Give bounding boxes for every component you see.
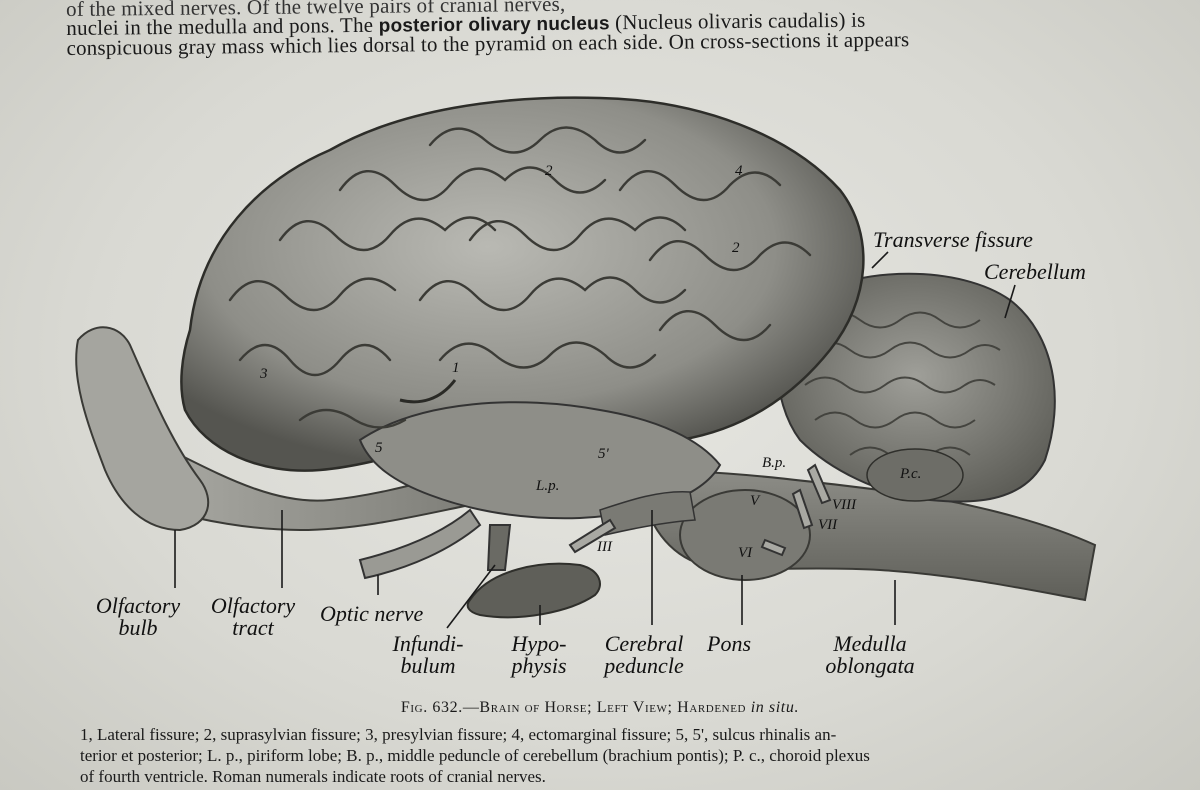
label-infundibulum-2: bulum (400, 653, 456, 678)
label-hypophysis-2: physis (511, 653, 567, 678)
legend-line-1: 1, Lateral fissure; 2, suprasylvian fiss… (80, 725, 837, 744)
label-infundibulum-1: Infundi- (392, 631, 464, 656)
legend-line-2: terior et posterior; L. p., piriform lob… (80, 746, 870, 765)
caption-in-situ: in situ. (750, 699, 800, 716)
hypophysis (466, 562, 601, 619)
label-olfactory-tract-2: tract (232, 615, 274, 640)
mark-v: V (750, 493, 760, 509)
pons (679, 489, 811, 581)
optic-nerve (358, 508, 482, 580)
cerebrum (180, 96, 865, 472)
piriform-lobe (358, 401, 722, 520)
label-olfactory-bulb-1: Olfactory (95, 593, 181, 618)
mark-vii: VII (818, 517, 838, 533)
caption-fig-number: Fig. 632. (400, 699, 463, 716)
mark-vi: VI (738, 545, 753, 561)
choroid-plexus (866, 448, 964, 502)
label-infundibulum: Infundi- bulum (383, 633, 473, 677)
mark-4: 4 (735, 163, 743, 179)
figure-legend: 1, Lateral fissure; 2, suprasylvian fiss… (80, 724, 1140, 787)
label-cerebral-peduncle-2: peduncle (604, 653, 684, 678)
label-olfactory-tract: Olfactory tract (206, 595, 300, 639)
legend-line-3: of fourth ventricle. Roman numerals indi… (80, 767, 546, 786)
label-medulla-oblongata: Medulla oblongata (820, 633, 920, 677)
label-hypophysis-1: Hypo- (511, 631, 567, 656)
label-hypophysis: Hypo- physis (503, 633, 575, 677)
mark-lp: L.p. (536, 478, 560, 494)
mark-1: 1 (452, 360, 460, 376)
mark-5-prime: 5' (598, 446, 609, 462)
mark-2b: 2 (732, 240, 740, 256)
mark-2a: 2 (545, 163, 553, 179)
mark-5: 5 (375, 440, 383, 456)
mark-pc: P.c. (900, 466, 922, 482)
olfactory-bulb (75, 326, 210, 532)
caption-title: —Brain of Horse; Left View; Hardened (462, 699, 751, 716)
label-cerebral-peduncle: Cerebral peduncle (598, 633, 690, 677)
mark-iii: III (597, 539, 612, 555)
figure-caption: Fig. 632.—Brain of Horse; Left View; Har… (0, 699, 1200, 717)
label-cerebellum: Cerebellum (984, 259, 1086, 284)
label-cerebral-peduncle-1: Cerebral (604, 631, 684, 656)
label-olfactory-bulb: Olfactory bulb (92, 595, 184, 639)
mark-3: 3 (260, 366, 268, 382)
label-optic-nerve: Optic nerve (320, 601, 424, 626)
cerebellum (776, 272, 1056, 503)
label-pons: Pons (707, 631, 751, 656)
infundibulum (486, 524, 512, 571)
label-olfactory-tract-1: Olfactory (210, 593, 296, 618)
mark-bp: B.p. (762, 455, 787, 471)
mark-viii: VIII (832, 497, 857, 513)
label-medulla-1: Medulla (833, 631, 907, 656)
label-medulla-2: oblongata (825, 653, 915, 678)
label-transverse-fissure: Transverse fissure (873, 227, 1033, 252)
label-olfactory-bulb-2: bulb (118, 615, 158, 640)
